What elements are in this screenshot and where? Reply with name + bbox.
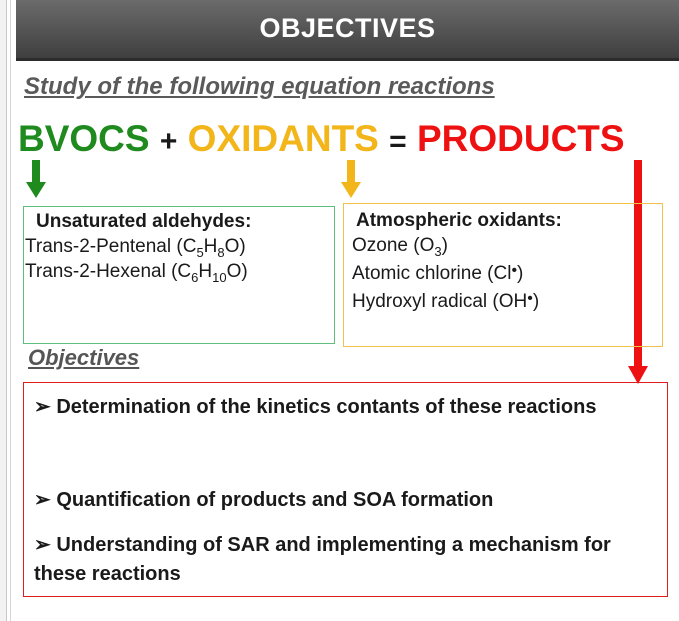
aldehyde-pentenal: Trans-2-Pentenal (C5H8O) xyxy=(25,236,246,260)
equation-products: PRODUCTS xyxy=(416,118,625,159)
oxidant-chlorine: Atomic chlorine (Cl•) xyxy=(352,262,524,284)
objective-text: Quantification of products and SOA forma… xyxy=(56,489,494,511)
equation-oxidants: OXIDANTS xyxy=(187,118,379,159)
red-down-arrow-icon xyxy=(628,160,648,384)
oxidant-ozone: Ozone (O3) xyxy=(352,235,448,259)
equation-equals: = xyxy=(389,125,407,158)
objective-text: Determination of the kinetics contants o… xyxy=(56,396,597,418)
bullet-arrow-icon: ➢ xyxy=(34,534,51,556)
aldehydes-box: Unsaturated aldehydes: Trans-2-Pentenal … xyxy=(23,206,335,344)
left-margin-line xyxy=(10,0,11,621)
objectives-box: ➢ Determination of the kinetics contants… xyxy=(23,382,668,597)
equation-plus: + xyxy=(159,125,178,158)
orange-down-arrow-icon xyxy=(341,160,361,198)
oxidants-box: Atmospheric oxidants: Ozone (O3) Atomic … xyxy=(343,203,663,347)
left-margin-rule xyxy=(0,0,7,621)
objective-text: Understanding of SAR and implementing a … xyxy=(34,534,611,585)
objective-item: ➢ Understanding of SAR and implementing … xyxy=(34,531,654,589)
aldehydes-heading: Unsaturated aldehydes: xyxy=(36,211,252,232)
oxidant-hydroxyl: Hydroxyl radical (OH•) xyxy=(352,290,540,312)
oxidants-heading: Atmospheric oxidants: xyxy=(356,210,562,231)
aldehyde-hexenal: Trans-2-Hexenal (C6H10O) xyxy=(25,261,248,285)
title-bar: OBJECTIVES xyxy=(16,0,679,61)
page-title: OBJECTIVES xyxy=(259,13,436,43)
objectives-heading: Objectives xyxy=(28,345,140,370)
reaction-equation: BVOCS + OXIDANTS = PRODUCTS xyxy=(18,118,625,160)
section-subtitle: Study of the following equation reaction… xyxy=(24,73,495,100)
equation-bvocs: BVOCS xyxy=(18,118,150,159)
bullet-arrow-icon: ➢ xyxy=(34,489,51,511)
bullet-arrow-icon: ➢ xyxy=(34,396,51,418)
objective-item: ➢ Determination of the kinetics contants… xyxy=(34,393,654,422)
green-down-arrow-icon xyxy=(26,160,46,198)
objective-item: ➢ Quantification of products and SOA for… xyxy=(34,486,654,515)
